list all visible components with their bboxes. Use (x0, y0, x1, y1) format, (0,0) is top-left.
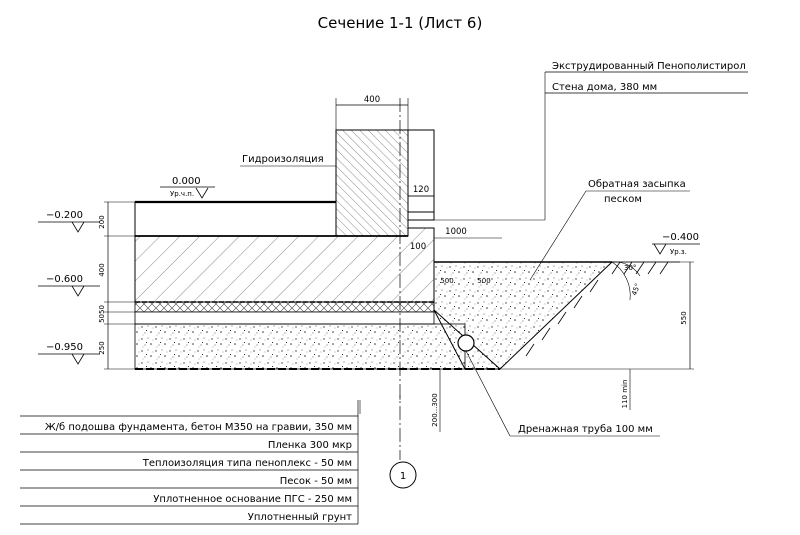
legend-row-5: Уплотненное основание ПГС - 250 мм (153, 494, 352, 505)
dim-insulation: 120 (413, 185, 429, 195)
axis-mark-text: 1 (400, 471, 406, 482)
level-mark-l1: −0.200 (38, 210, 100, 233)
svg-text:−0.950: −0.950 (46, 342, 83, 353)
dim-h550: 550 (680, 311, 688, 324)
svg-text:−0.600: −0.600 (46, 274, 83, 285)
svg-text:Дренажная труба 100 мм: Дренажная труба 100 мм (518, 424, 653, 435)
backfill-area (433, 261, 614, 370)
legend-row-3: Теплоизоляция типа пеноплекс - 50 мм (142, 458, 352, 469)
svg-text:Гидроизоляция: Гидроизоляция (242, 154, 324, 165)
svg-text:Ур.з.: Ур.з. (670, 248, 687, 256)
svg-text:Экструдированный Пенополистиро: Экструдированный Пенополистирол (552, 61, 746, 72)
level-mark-ground: −0.400 Ур.з. (652, 232, 700, 256)
svg-text:Ур.ч.п.: Ур.ч.п. (170, 190, 194, 198)
dim-h200: 200 (98, 215, 106, 228)
axis-marker (389, 461, 417, 489)
svg-text:Обратная засыпка: Обратная засыпка (588, 179, 686, 190)
pgs-layer (134, 323, 466, 370)
dim-200-300: 200...300 (431, 393, 439, 426)
legend-row-2: Пленка 300 мкр (268, 440, 352, 451)
callout-waterproofing: Гидроизоляция (240, 154, 336, 167)
angle-45: 45° (630, 282, 642, 296)
insulation-layer (134, 301, 435, 313)
section-title: Сечение 1-1 (Лист 6) (318, 14, 483, 32)
legend-row-1: Ж/б подошва фундамента, бетон М350 на гр… (45, 422, 352, 433)
sand-layer (134, 311, 435, 325)
foundation-slab (134, 227, 435, 303)
legend-row-4: Песок - 50 мм (280, 476, 352, 487)
house-wall (335, 129, 409, 237)
svg-text:−0.400: −0.400 (662, 232, 699, 243)
callout-drain-pipe: Дренажная труба 100 мм (465, 350, 660, 437)
dim-h400: 400 (98, 263, 106, 276)
level-mark-l2: −0.600 (38, 274, 100, 297)
callout-backfill: Обратная засыпка песком (529, 179, 690, 281)
legend-row-6: Уплотненный грунт (248, 512, 352, 523)
level-mark-l3: −0.950 (38, 342, 100, 365)
dim-100: 100 (410, 242, 426, 252)
svg-text:0.000: 0.000 (172, 176, 201, 187)
level-mark-zero: 0.000 Ур.ч.п. (160, 176, 215, 199)
wall-insulation (407, 129, 435, 221)
angle-30: 30° (624, 264, 636, 272)
drain-pipe (457, 334, 475, 352)
svg-text:песком: песком (604, 194, 642, 205)
svg-text:−0.200: −0.200 (46, 210, 83, 221)
dim-wall-width: 400 (364, 95, 380, 105)
dim-500-left: 500 (440, 277, 453, 285)
legend-table: Ж/б подошва фундамента, бетон М350 на гр… (20, 395, 401, 525)
dim-h110: 110 min (621, 380, 629, 409)
svg-text:Стена дома, 380 мм: Стена дома, 380 мм (552, 82, 657, 93)
floor-slab (134, 201, 337, 237)
dim-h250: 250 (98, 341, 106, 354)
callout-top-right: Экструдированный Пенополистирол Стена до… (434, 61, 748, 221)
dim-h5050: 5050 (98, 305, 106, 323)
dim-500-right: 500 (477, 277, 490, 285)
dim-1000: 1000 (445, 227, 467, 237)
